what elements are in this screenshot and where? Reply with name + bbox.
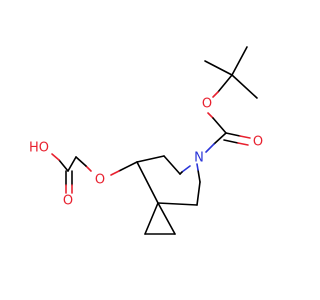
bond-ring-c3-to-ether-o-a: [118, 161, 138, 172]
bond-n-to-ring-c2-a: [181, 165, 191, 173]
bond-tbu-to-ester-o-b: [212, 91, 219, 98]
bond-ring-spiro-to-c5: [157, 202, 198, 206]
bond-c-to-o-double-1b: [239, 135, 251, 139]
oxyacetic-acid-chain: [51, 153, 138, 194]
atom-label-acid-carbonyl-o: O: [63, 194, 73, 209]
bond-ether-o-to-ch2-a: [85, 165, 92, 172]
cyclopropane-ring: [144, 202, 176, 235]
bond-spiro-to-cp2: [157, 202, 176, 235]
atom-label-ring-n: N: [194, 151, 204, 166]
bond-ring-c3-to-ether-o-b: [110, 170, 120, 176]
bond-ring-c2-to-c3: [136, 155, 165, 163]
bond-acid-c-to-oh-a: [58, 159, 69, 172]
bond-c-to-n-a: [213, 132, 227, 145]
bond-ring-c3-to-spiro: [136, 161, 159, 204]
pyrrolidine-ring: [136, 155, 201, 206]
bond-ch2-to-acid-c: [67, 156, 77, 172]
bond-ester-o-to-c-b: [212, 117, 227, 134]
atom-label-ether-o: O: [95, 173, 105, 188]
bond-ring-c5-to-spiro: [196, 181, 201, 206]
bond-c-to-o-double-2a: [223, 139, 239, 144]
bond-tbu-methyl-2: [231, 74, 258, 99]
bond-spiro-to-cp1: [144, 202, 159, 235]
atom-label-ester-o: O: [202, 97, 212, 112]
atom-label-hydroxyl: HO: [29, 141, 49, 156]
bond-c-to-o-double-2b: [237, 142, 249, 146]
bond-n-to-ring-c5-b: [197, 169, 201, 183]
bond-tbu-methyl-1: [204, 60, 233, 76]
tert-butyl-group: [204, 46, 258, 99]
structure-diagram: O O N HO O O: [29, 46, 263, 235]
bond-acid-c-to-oh-b: [51, 153, 60, 161]
bond-ester-o-to-c-a: [207, 112, 214, 119]
boc-carbonyl: [205, 112, 251, 153]
bond-c-to-o-double-1a: [225, 132, 241, 137]
bond-n-to-ring-c5-a: [196, 163, 199, 171]
atom-label-boc-carbonyl-o: O: [253, 135, 263, 150]
bond-tbu-methyl-3: [231, 46, 248, 76]
bond-n-to-ring-c2-c: [163, 155, 181, 175]
bond-ether-o-to-ch2-b: [75, 156, 87, 167]
bond-c-to-n-b: [205, 143, 215, 153]
bond-tbu-to-ester-o-a: [217, 74, 233, 93]
